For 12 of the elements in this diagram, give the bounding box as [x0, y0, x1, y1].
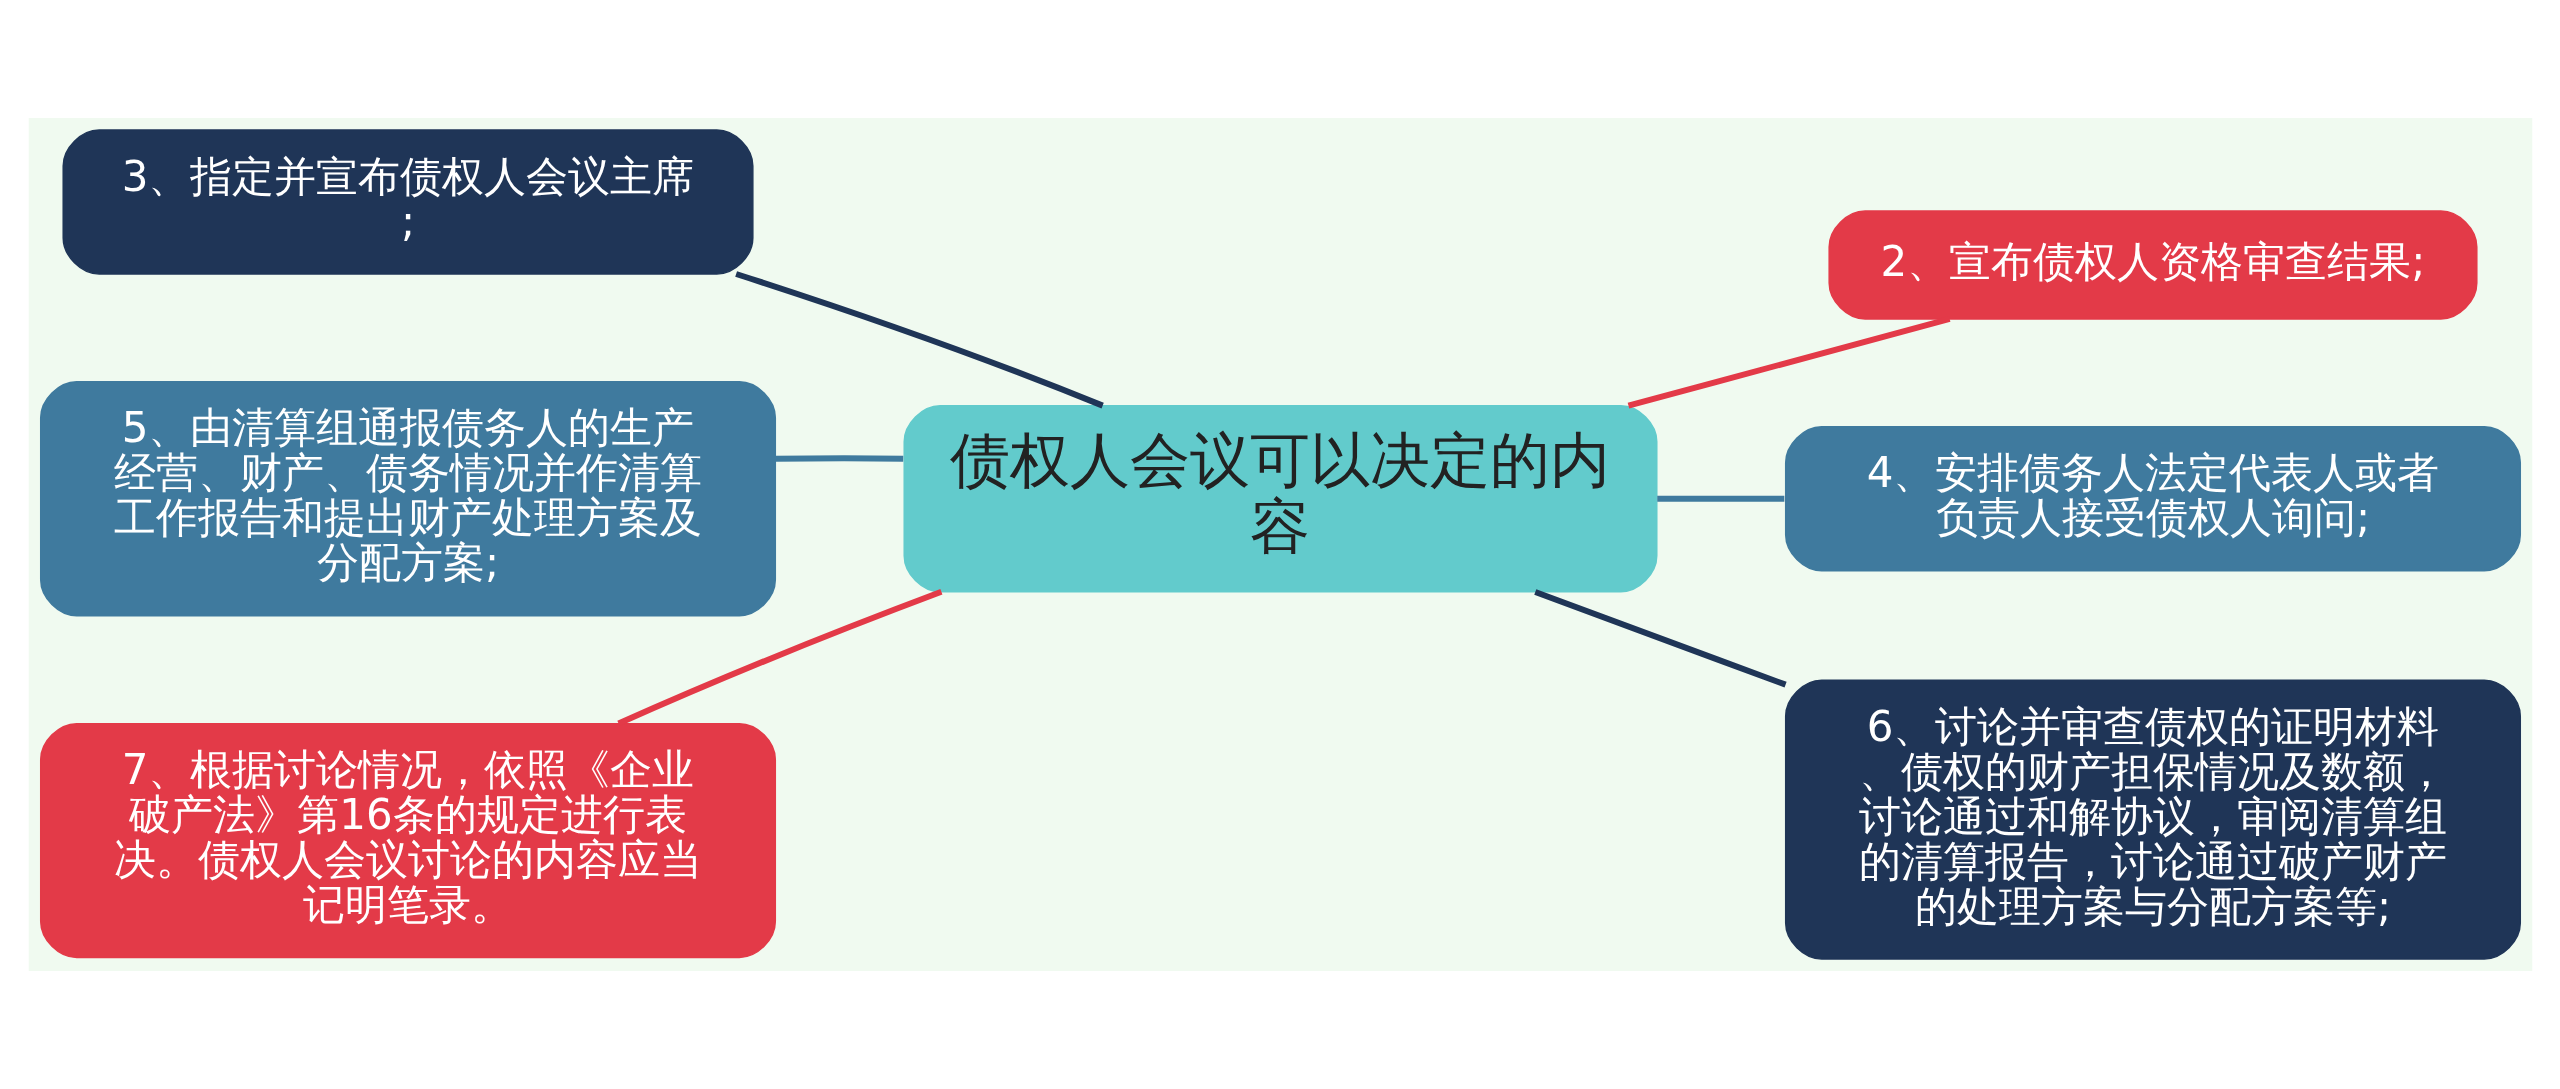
node-box: 2、宣布债权人资格审查结果; [1827, 210, 2478, 320]
connector [1533, 589, 1787, 688]
node-box: 债权人会议可以决定的内容 [902, 405, 1658, 593]
connector [1656, 495, 1784, 502]
node-box: 6、讨论并审查债权的证明材料、债权的财产担保情况及数额，讨论通过和解协议，审阅清算组的清算报告，讨论通过破产财产的处理方案与分配方案等; [1784, 679, 2521, 960]
node-box: 7、根据讨论情况，依照《企业破产法》第16条的规定进行表决。债权人会议讨论的内容应当记明笔录。 [39, 722, 776, 959]
node-box: 3、指定并宣布债权人会议主席; [61, 129, 754, 275]
connector [734, 271, 1104, 409]
node-box: 4、安排债务人法定代表人或者负责人接受债权人询问; [1784, 426, 2521, 572]
connector [775, 455, 903, 462]
node-box: 5、由清算组通报债务人的生产经营、财产、债务情况并作清算工作报告和提出财产处理方案及分配方案; [39, 381, 776, 617]
connector [1627, 316, 1950, 409]
